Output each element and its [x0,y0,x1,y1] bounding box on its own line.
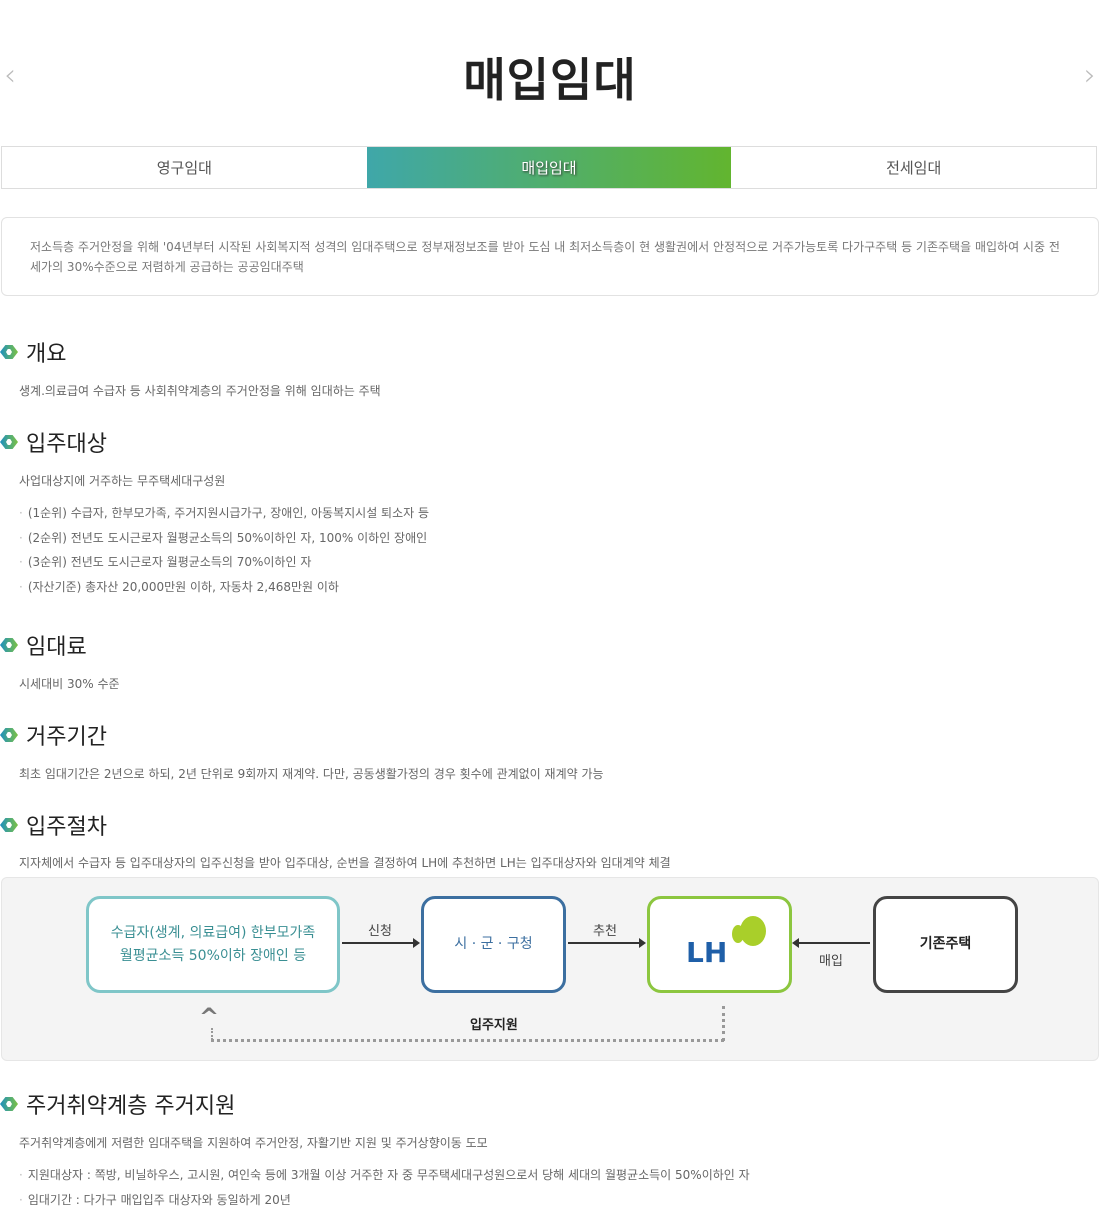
recommend-label: 추천 [593,924,617,939]
section-heading-procedure: 입주절차 [0,809,107,841]
list-item: 임대기간 : 다가구 매입입주 대상자와 동일하게 20년 [19,1191,291,1208]
lh-logo-text: LH [686,936,728,969]
lh-logo-ball-icon [740,916,766,946]
purchase-label: 매입 [819,954,843,969]
list-item: (2순위) 전년도 도시근로자 월평균소득의 50%이하인 자, 100% 이하… [19,529,427,546]
heading-text: 입주대상 [26,432,107,457]
existing-housing-box: 기존주택 [873,896,1018,993]
tab-permanent-rental[interactable]: 영구임대 [156,159,212,177]
overview-text: 생계.의료급여 수급자 등 사회취약계층의 주거안정을 위해 임대하는 주택 [19,384,381,398]
vulnerable-text: 주거취약계층에게 저렴한 임대주택을 지원하여 주거안정, 자활기반 지원 및 … [19,1136,488,1150]
page-title: 매입임대 [463,53,637,107]
arrow-right-icon [568,938,646,948]
period-text: 최초 임대기간은 2년으로 하되, 2년 단위로 9회까지 재계약. 다만, 공… [19,767,604,781]
lh-box: LH [647,896,792,993]
diamond-bullet-icon [0,435,18,449]
list-item: (3순위) 전년도 도시근로자 월평균소득의 70%이하인 자 [19,553,312,570]
local-gov-box: 시 · 군 · 구청 [421,896,566,993]
diamond-bullet-icon [0,728,18,742]
tab-jeonse-rental[interactable]: 전세임대 [886,159,942,177]
list-item: (1순위) 수급자, 한부모가족, 주거지원시급가구, 장애인, 아동복지시설 … [19,504,429,521]
section-heading-period: 거주기간 [0,719,107,751]
section-heading-eligibility: 입주대상 [0,426,107,458]
list-item: (자산기준) 총자산 20,000만원 이하, 자동차 2,468만원 이하 [19,578,339,595]
applicant-line2: 월평균소득 50%이하 장애인 등 [119,947,307,964]
tab-purchase-rental[interactable]: 매입임대 [366,147,732,188]
arrow-left-icon [792,938,870,948]
diamond-bullet-icon [0,818,18,832]
section-heading-vulnerable: 주거취약계층 주거지원 [0,1088,235,1120]
chevron-up-icon: ^ [199,1003,220,1031]
dotted-line [211,1028,213,1040]
heading-text: 임대료 [26,635,87,660]
heading-text: 개요 [26,342,67,367]
dotted-line [722,1006,725,1041]
applicant-line1: 수급자(생계, 의료급여) 한부모가족 [110,924,316,941]
arrow-right-icon [342,938,420,948]
tab-bar: 영구임대 매입임대 전세임대 [1,146,1097,189]
apply-label: 신청 [368,924,392,939]
description-box: 저소득층 주거안정을 위해 '04년부터 시작된 사회복지적 성격의 임대주택으… [1,217,1099,296]
heading-text: 거주기간 [26,725,107,750]
eligibility-text: 사업대상지에 거주하는 무주택세대구성원 [19,474,226,488]
dotted-line [211,1039,724,1042]
list-item: 지원대상자 : 쪽방, 비닐하우스, 고시원, 여인숙 등에 3개월 이상 거주… [19,1166,750,1183]
prev-arrow-icon[interactable]: ‹ [4,58,16,93]
support-label: 입주지원 [470,1018,518,1033]
procedure-text: 지자체에서 수급자 등 입주대상자의 입주신청을 받아 입주대상, 순번을 결정… [19,856,671,870]
diamond-bullet-icon [0,345,18,359]
diamond-bullet-icon [0,1097,18,1111]
diamond-bullet-icon [0,638,18,652]
rent-text: 시세대비 30% 수준 [19,677,120,691]
section-heading-rent: 임대료 [0,629,87,661]
next-arrow-icon[interactable]: › [1084,58,1096,93]
heading-text: 입주절차 [26,815,107,840]
section-heading-overview: 개요 [0,336,66,368]
heading-text: 주거취약계층 주거지원 [26,1094,236,1119]
